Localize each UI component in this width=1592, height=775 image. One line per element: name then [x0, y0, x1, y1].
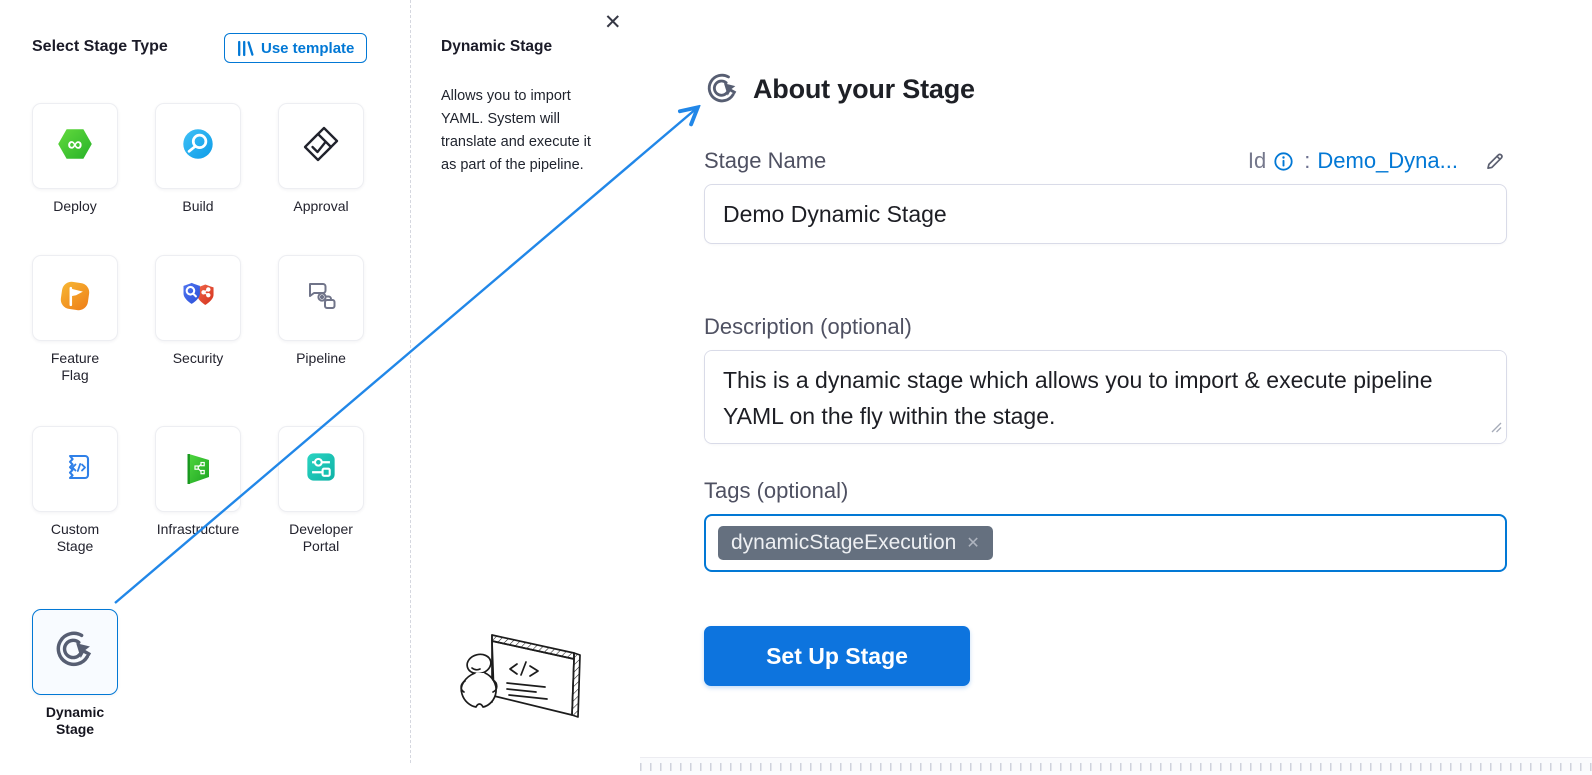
tags-label: Tags (optional): [704, 478, 849, 503]
approval-icon: [301, 124, 341, 169]
custom-stage-icon: [55, 447, 95, 492]
feature-flag-icon: [54, 275, 96, 322]
infrastructure-icon: [178, 447, 218, 492]
about-stage-panel: About your Stage Stage Name Id : Demo_Dy…: [640, 0, 1592, 757]
stage-label-approval: Approval: [293, 198, 349, 214]
stage-info-description: Allows you to import YAML. System will t…: [441, 88, 591, 173]
stage-label-pipeline: Pipeline: [296, 350, 346, 366]
description-textarea[interactable]: This is a dynamic stage which allows you…: [704, 350, 1507, 444]
stage-card-feature-flag[interactable]: [32, 255, 118, 341]
stage-name-label: Stage Name: [704, 148, 827, 173]
stage-card-developer-portal[interactable]: [278, 426, 364, 512]
pipeline-canvas-edge: [640, 757, 1592, 775]
dynamic-stage-icon: [52, 627, 98, 678]
stage-card-approval[interactable]: [278, 103, 364, 189]
stage-label-developer-portal: Developer Portal: [289, 521, 353, 554]
id-label: Id: [1247, 148, 1267, 173]
stage-card-pipeline[interactable]: [278, 255, 364, 341]
id-value: Demo_Dyna...: [1317, 148, 1458, 173]
close-icon[interactable]: ✕: [604, 11, 622, 34]
stage-type-grid: ∞ Deploy Build: [32, 103, 364, 738]
stage-name-input[interactable]: [704, 184, 1507, 244]
stage-info-title: Dynamic Stage: [441, 38, 553, 55]
stage-card-custom-stage[interactable]: [32, 426, 118, 512]
stage-label-deploy: Deploy: [53, 198, 97, 214]
select-stage-type-title: Select Stage Type: [32, 38, 168, 55]
stage-label-infrastructure: Infrastructure: [156, 521, 240, 537]
deploy-icon: ∞: [54, 123, 96, 170]
stage-id-row: Id : Demo_Dyna...: [1248, 148, 1507, 174]
stage-card-infrastructure[interactable]: [155, 426, 241, 512]
stage-card-dynamic-stage[interactable]: [32, 609, 118, 695]
stage-card-security[interactable]: [155, 255, 241, 341]
id-separator: :: [1304, 148, 1311, 173]
build-icon: [177, 123, 219, 170]
template-library-icon: [237, 39, 254, 58]
tags-input[interactable]: dynamicStageExecution ✕: [704, 514, 1507, 572]
stage-label-feature-flag: Feature Flag: [50, 350, 100, 383]
info-icon[interactable]: [1273, 151, 1294, 172]
stage-card-build[interactable]: [155, 103, 241, 189]
use-template-button[interactable]: Use template: [224, 33, 368, 63]
set-up-stage-button[interactable]: Set Up Stage: [704, 626, 970, 686]
use-template-label: Use template: [261, 39, 355, 57]
stage-card-deploy[interactable]: ∞: [32, 103, 118, 189]
about-stage-heading: About your Stage: [753, 73, 975, 104]
svg-text:∞: ∞: [68, 132, 83, 155]
pencil-icon[interactable]: [1483, 149, 1507, 173]
tag-chip: dynamicStageExecution ✕: [718, 526, 993, 560]
stage-label-dynamic-stage: Dynamic Stage: [45, 704, 105, 737]
pipeline-icon: [301, 276, 341, 321]
stage-label-build: Build: [182, 198, 214, 214]
tag-chip-text: dynamicStageExecution: [731, 531, 957, 554]
description-label: Description (optional): [704, 314, 912, 339]
select-stage-type-panel: Select Stage Type Use template ∞: [0, 0, 410, 775]
stage-label-custom-stage: Custom Stage: [50, 521, 100, 554]
stage-info-panel: ✕ Dynamic Stage Allows you to import YAM…: [411, 0, 640, 775]
tag-remove-icon[interactable]: ✕: [966, 535, 980, 552]
stage-label-security: Security: [172, 350, 224, 366]
dynamic-stage-icon: [704, 70, 742, 108]
developer-portal-icon: [300, 446, 342, 493]
presenter-illustration: [455, 628, 585, 728]
security-icon: [177, 275, 219, 322]
